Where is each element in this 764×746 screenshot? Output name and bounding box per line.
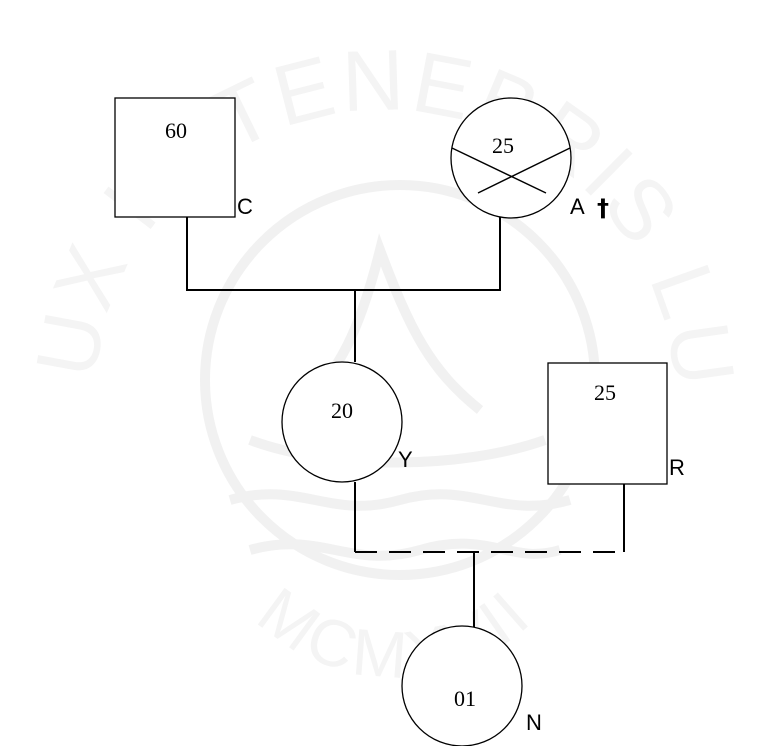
person-letter: N (526, 710, 542, 735)
female-circle (401, 625, 523, 746)
person-n: 01 N (401, 625, 542, 746)
female-circle (450, 97, 572, 219)
person-r: 25 R (547, 362, 685, 485)
age-label: 01 (454, 686, 476, 711)
person-a: 25 A † (450, 97, 609, 222)
watermark-circle (200, 180, 600, 580)
watermark-seal: ET LUX IN TENEBRIS LUCET MCMXVII (0, 0, 749, 693)
person-y: 20 Y (281, 361, 413, 483)
watermark-wave-2 (248, 538, 562, 561)
age-label: 25 (492, 133, 514, 158)
watermark-motto: ET LUX IN TENEBRIS LUCET (0, 0, 749, 395)
watermark-ship-hull (248, 435, 547, 468)
watermark-wave-1 (228, 489, 572, 511)
person-letter: A (570, 194, 585, 219)
union-y-r (354, 482, 625, 628)
person-letter: R (669, 455, 685, 480)
male-square (547, 362, 668, 485)
age-label: 20 (331, 398, 353, 423)
age-label: 25 (594, 380, 616, 405)
deceased-dagger-icon: † (597, 194, 609, 222)
male-square (114, 97, 236, 218)
union-line-c-a (186, 217, 501, 291)
deceased-cross-line (477, 147, 571, 194)
deceased-cross-line (451, 147, 547, 194)
union-c-a (186, 217, 501, 362)
person-letter: Y (398, 447, 413, 472)
person-letter: C (237, 194, 253, 219)
age-label: 60 (165, 118, 187, 143)
female-circle (281, 361, 403, 483)
person-c: 60 C (114, 97, 253, 219)
